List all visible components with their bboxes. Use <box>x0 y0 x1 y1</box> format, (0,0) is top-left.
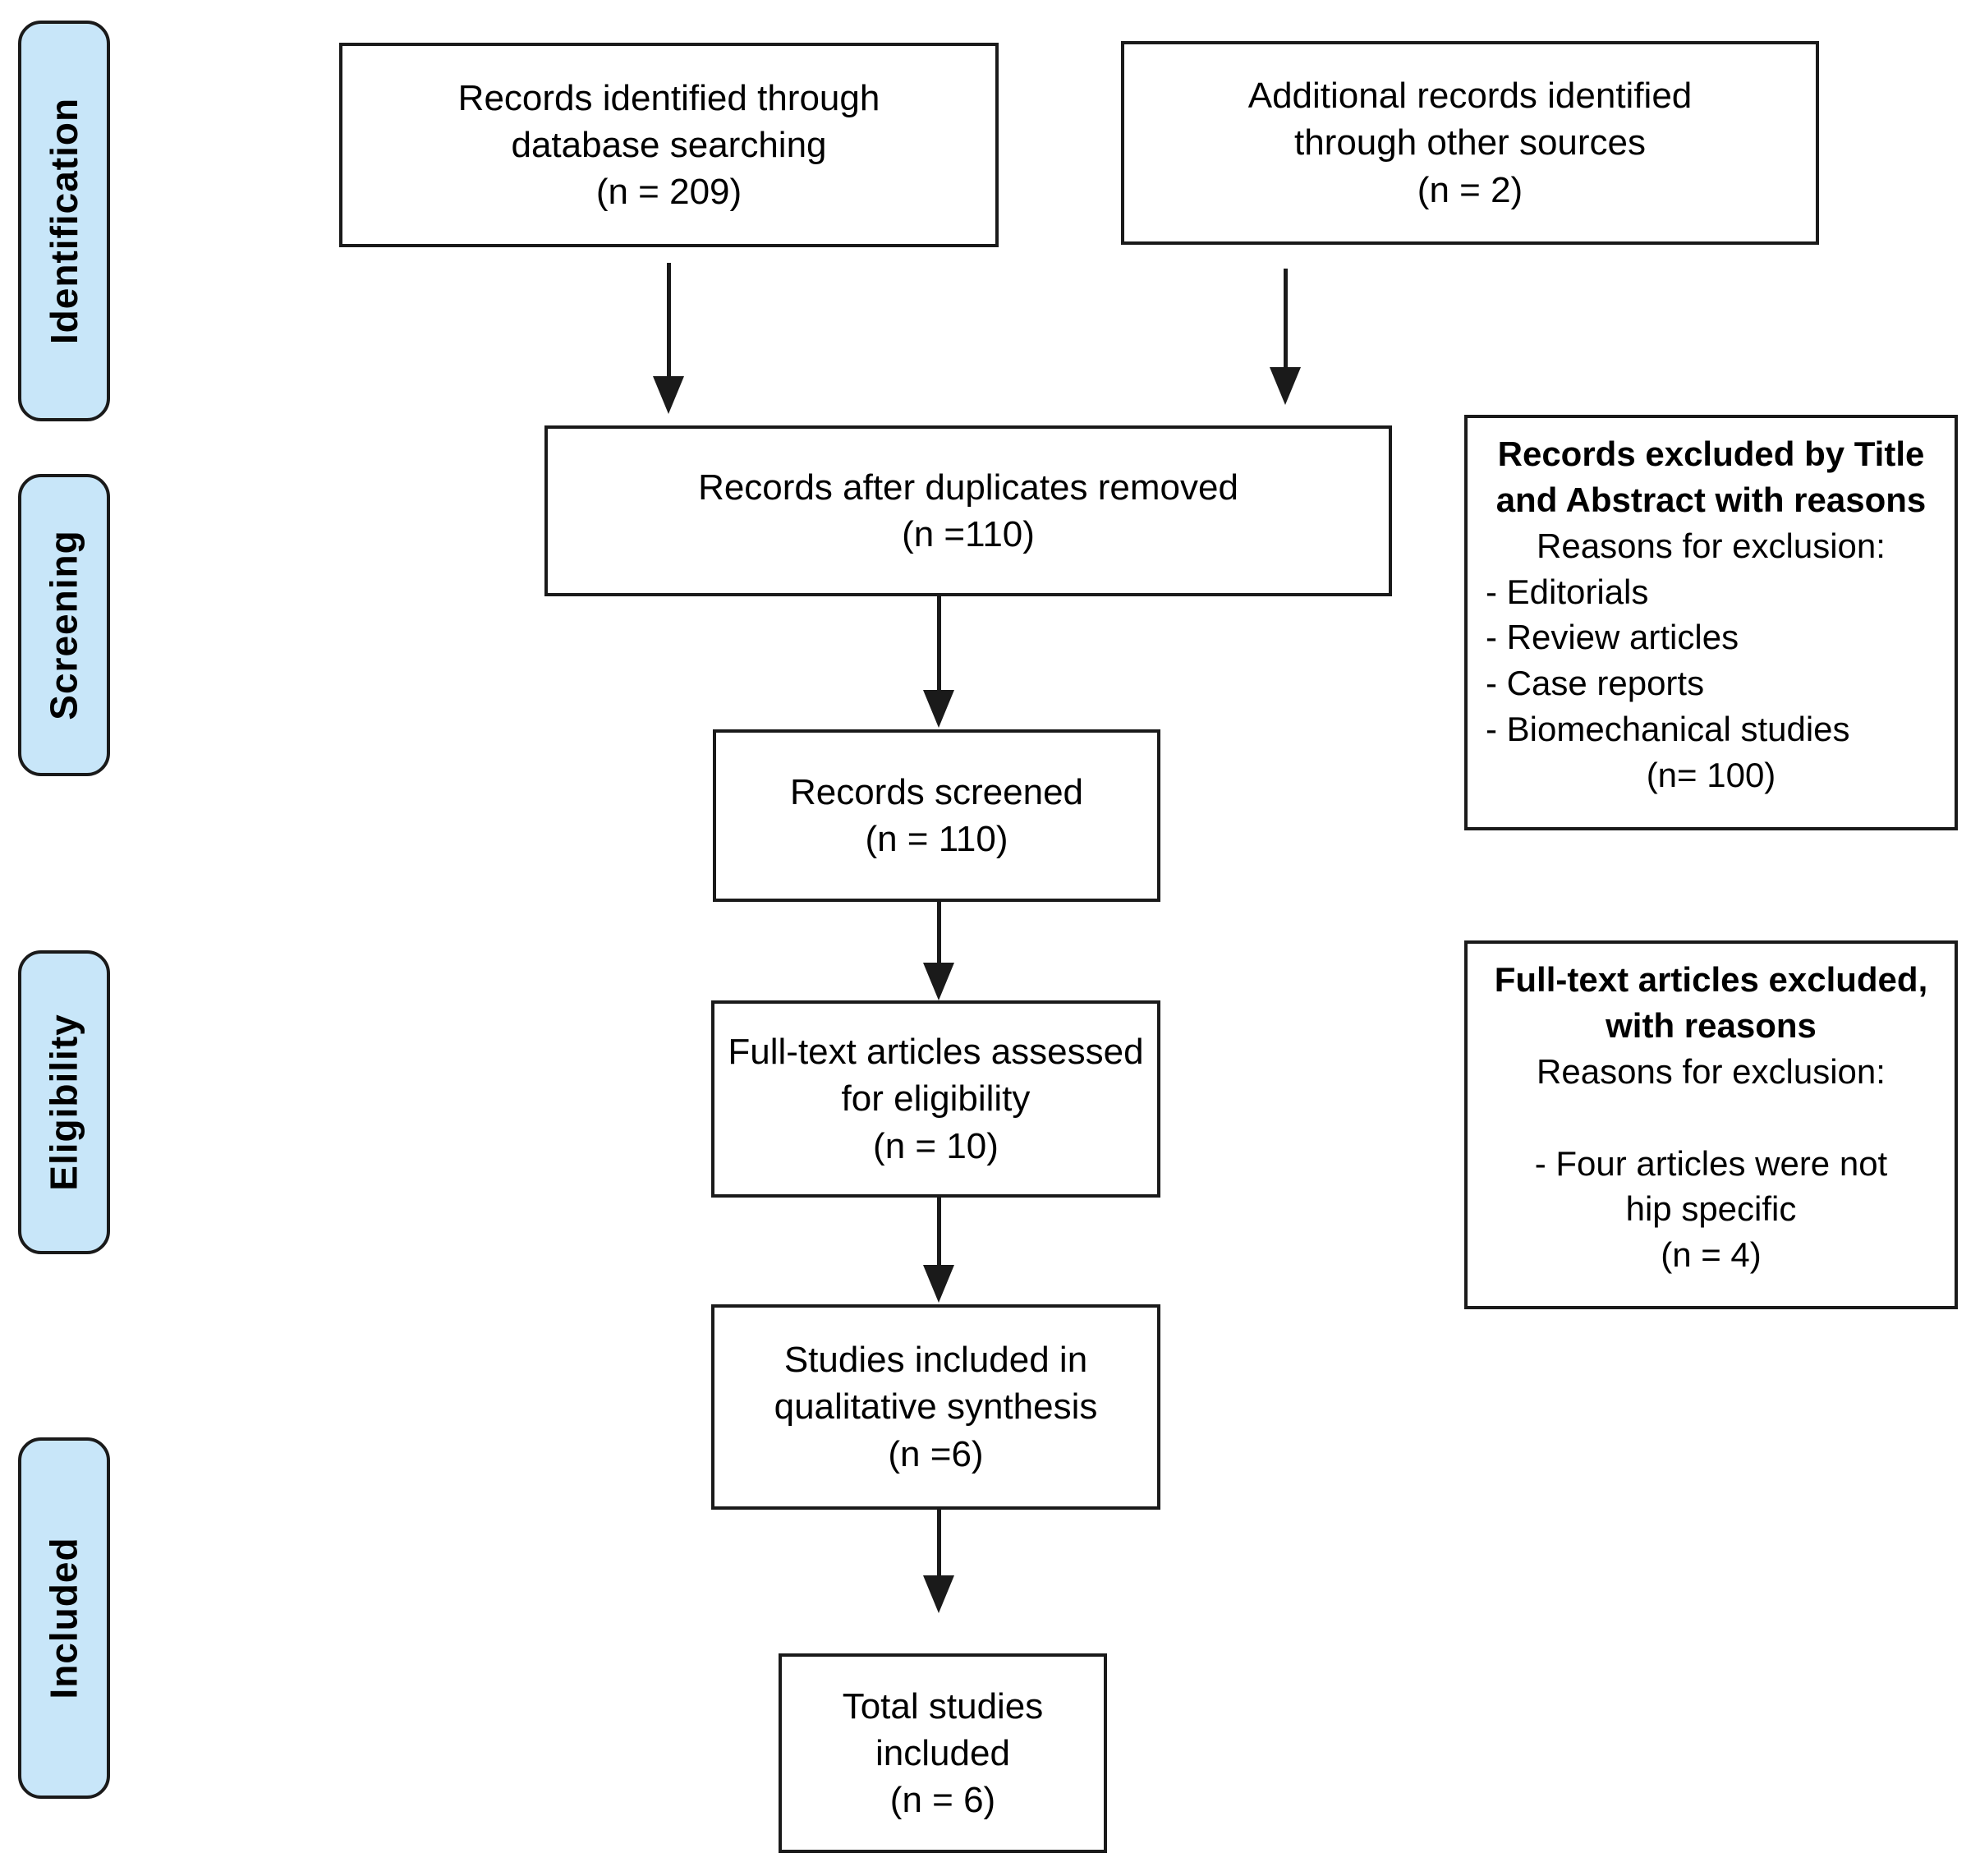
arrow-duplicates-to-screened <box>923 595 954 728</box>
arrow-shaft <box>666 263 671 376</box>
stage-identification-label: Identification <box>43 97 86 345</box>
box-duplicates-removed: Records after duplicates removed (n =110… <box>544 425 1392 596</box>
arrow-identified-to-duplicates <box>653 263 684 414</box>
arrow-head-icon <box>653 376 684 414</box>
box-additional-records: Additional records identified through ot… <box>1121 41 1819 245</box>
arrow-fulltext-to-qualitative <box>923 1198 954 1303</box>
arrow-head-icon <box>1270 367 1301 405</box>
stage-eligibility: Eligibility <box>18 950 110 1254</box>
excluded-title-abstract-heading: Records excluded by Title and Abstract w… <box>1495 435 1927 519</box>
box-records-screened: Records screened (n = 110) <box>713 729 1160 902</box>
arrow-head-icon <box>923 963 954 1000</box>
box-total-included: Total studies included (n = 6) <box>779 1653 1107 1853</box>
fulltext-excluded-reason: - Four articles were not hip specific <box>1534 1143 1888 1229</box>
stage-identification: Identification <box>18 21 110 421</box>
arrow-shaft <box>936 1198 941 1265</box>
stage-screening: Screening <box>18 474 110 776</box>
exclusion-reason-item: - Case reports <box>1486 664 1705 703</box>
arrow-additional-to-duplicates <box>1270 269 1301 405</box>
box-fulltext-excluded: Full-text articles excluded, with reason… <box>1464 940 1958 1309</box>
arrow-shaft <box>936 902 941 963</box>
arrow-screened-to-fulltext <box>923 902 954 1000</box>
excluded-title-abstract-subtitle: Reasons for exclusion: <box>1537 526 1886 565</box>
arrow-shaft <box>936 1510 941 1575</box>
stage-eligibility-label: Eligibility <box>43 1014 85 1191</box>
excluded-title-abstract-count: (n= 100) <box>1646 756 1776 795</box>
fulltext-excluded-heading: Full-text articles excluded, with reason… <box>1494 960 1928 1045</box>
arrow-shaft <box>1283 269 1288 367</box>
box-qualitative-synthesis: Studies included in qualitative synthesi… <box>711 1304 1160 1510</box>
exclusion-reason-item: - Biomechanical studies <box>1486 710 1850 749</box>
box-fulltext-assessed: Full-text articles assessed for eligibil… <box>711 1000 1160 1198</box>
box-excluded-title-abstract: Records excluded by Title and Abstract w… <box>1464 415 1958 830</box>
arrow-shaft <box>936 595 941 690</box>
stage-included-label: Included <box>43 1537 85 1699</box>
box-records-identified: Records identified through database sear… <box>339 43 999 247</box>
arrow-qualitative-to-total <box>923 1510 954 1613</box>
arrow-head-icon <box>923 1265 954 1303</box>
stage-screening-label: Screening <box>43 530 86 720</box>
exclusion-reason-item: - Editorials <box>1486 572 1649 611</box>
arrow-head-icon <box>923 1575 954 1613</box>
exclusion-reason-item: - Review articles <box>1486 618 1739 657</box>
fulltext-excluded-count: (n = 4) <box>1661 1235 1762 1275</box>
stage-included: Included <box>18 1437 110 1799</box>
arrow-head-icon <box>923 690 954 728</box>
fulltext-excluded-subtitle: Reasons for exclusion: <box>1537 1051 1886 1091</box>
